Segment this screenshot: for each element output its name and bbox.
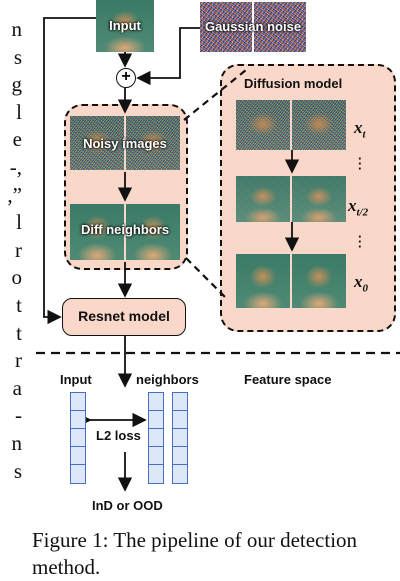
- feature-space-label: Feature space: [244, 372, 332, 387]
- input-vector-label: Input: [60, 372, 92, 387]
- input-feature-vector: [70, 392, 86, 484]
- noise-tile-divider: [252, 2, 254, 52]
- diffusion-xt-image-1: [236, 100, 290, 150]
- add-noise-operator: +: [116, 68, 136, 88]
- xt2-label: xt/2: [348, 196, 369, 219]
- xt-label: xt: [354, 118, 366, 141]
- vdots-lower: ···: [358, 229, 363, 254]
- diffusion-x0-image-2: [292, 254, 346, 308]
- gaussian-noise-label: Gaussian noise: [204, 19, 302, 34]
- diffusion-x0-image-1: [236, 254, 290, 308]
- diffusion-xt-image-2: [292, 100, 346, 150]
- diffusion-xt2-image-1: [236, 176, 290, 222]
- resnet-model-box: Resnet model: [62, 298, 186, 336]
- gaussian-noise-image: Gaussian noise: [200, 2, 306, 52]
- noisy-image-2: [126, 116, 180, 170]
- noisy-image-1: [70, 116, 124, 170]
- diff-neighbor-image-1: [70, 204, 124, 260]
- figure-caption: Figure 1: The pipeline of our detection …: [32, 528, 358, 579]
- neighbors-vector-label: neighbors: [136, 372, 199, 387]
- output-label: InD or OOD: [92, 498, 163, 513]
- input-image: Input: [96, 0, 154, 52]
- noisy-images-label: Noisy images: [83, 136, 167, 151]
- input-image-label: Input: [109, 18, 141, 33]
- diffusion-xt2-image-2: [292, 176, 346, 222]
- neighbor-feature-vector-1: [148, 392, 164, 484]
- left-column-text: n s g l e -, ,” l r o t t r a - n s: [7, 17, 22, 483]
- diffusion-model-title: Diffusion model: [244, 76, 343, 91]
- x0-label: x0: [354, 272, 368, 295]
- diff-neighbor-image-2: [126, 204, 180, 260]
- neighbor-feature-vector-2: [172, 392, 188, 484]
- diff-neighbors-label: Diff neighbors: [80, 222, 170, 237]
- vdots-upper: ···: [358, 151, 363, 176]
- l2-loss-label: L2 loss: [96, 428, 141, 443]
